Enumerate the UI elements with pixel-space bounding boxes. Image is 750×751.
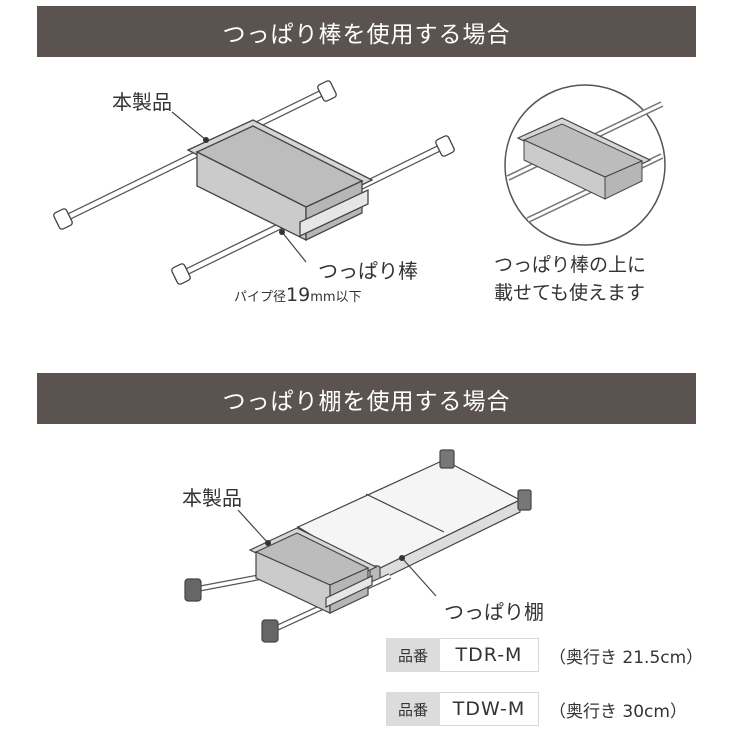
shelf-label: つっぱり棚 xyxy=(444,600,544,624)
spec-code: TDR-M xyxy=(440,638,539,672)
rod-end-cap xyxy=(317,80,337,102)
caption-line-1: つっぱり棒の上に xyxy=(494,254,647,276)
section-banner-shelf: つっぱり棚を使用する場合 xyxy=(37,373,696,424)
spec-tag: 品番 xyxy=(386,692,440,726)
zoom-circle xyxy=(504,84,666,246)
rod-spec-unit: mm以下 xyxy=(310,290,362,305)
caption-line-2: 載せても使えます xyxy=(494,282,646,304)
rod-label: つっぱり棒 xyxy=(318,259,418,283)
tray-1 xyxy=(186,119,374,242)
section-banner-rod: つっぱり棒を使用する場合 xyxy=(37,6,696,57)
spec-row-tdw: 品番 TDW-M （奥行き 30cm） xyxy=(386,692,687,726)
rod-end-cap xyxy=(53,208,73,230)
banner-title: つっぱり棒を使用する場合 xyxy=(222,21,511,48)
spec-tag: 品番 xyxy=(386,638,440,672)
rod-end-cap xyxy=(171,263,191,285)
banner-title: つっぱり棚を使用する場合 xyxy=(222,388,511,415)
spec-depth: （奥行き 30cm） xyxy=(549,701,687,722)
spec-row-tdr: 品番 TDR-M （奥行き 21.5cm） xyxy=(386,638,703,672)
rod-spec: パイプ径19mm以下 xyxy=(234,284,362,306)
spec-code: TDW-M xyxy=(440,692,539,726)
product-label-2: 本製品 xyxy=(182,486,242,510)
rod-spec-value: 19 xyxy=(286,284,311,306)
product-label-1: 本製品 xyxy=(112,90,172,114)
caption: つっぱり棒の上に 載せても使えます xyxy=(494,251,646,307)
rod-spec-prefix: パイプ径 xyxy=(234,290,287,305)
rod-end-cap xyxy=(435,135,455,157)
tray-2 xyxy=(248,527,378,614)
spec-depth: （奥行き 21.5cm） xyxy=(549,647,704,668)
